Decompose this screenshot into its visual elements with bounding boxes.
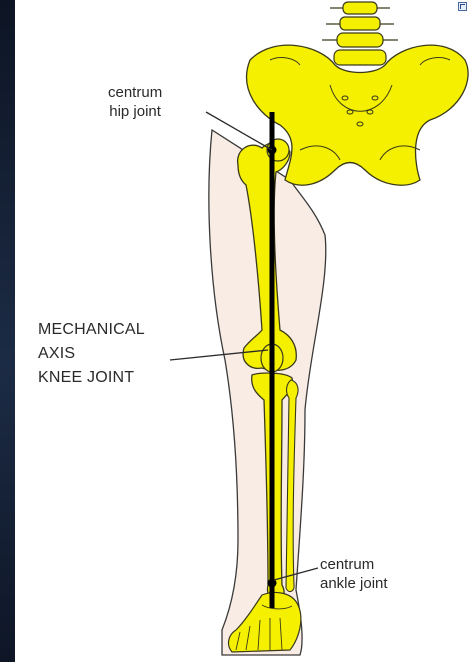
hip-label-line1: centrum [108,83,162,102]
hip-joint-label: centrum hip joint [108,83,162,121]
knee-label-line3: KNEE JOINT [38,366,145,390]
hip-label-line2: hip joint [108,102,162,121]
knee-label-line2: AXIS [38,342,145,366]
ankle-label-line2: ankle joint [320,574,388,593]
ankle-joint-label: centrum ankle joint [320,555,388,593]
ankle-label-line1: centrum [320,555,388,574]
knee-joint-label: MECHANICAL AXIS KNEE JOINT [38,318,145,390]
spine [322,2,398,65]
knee-label-line1: MECHANICAL [38,318,145,342]
